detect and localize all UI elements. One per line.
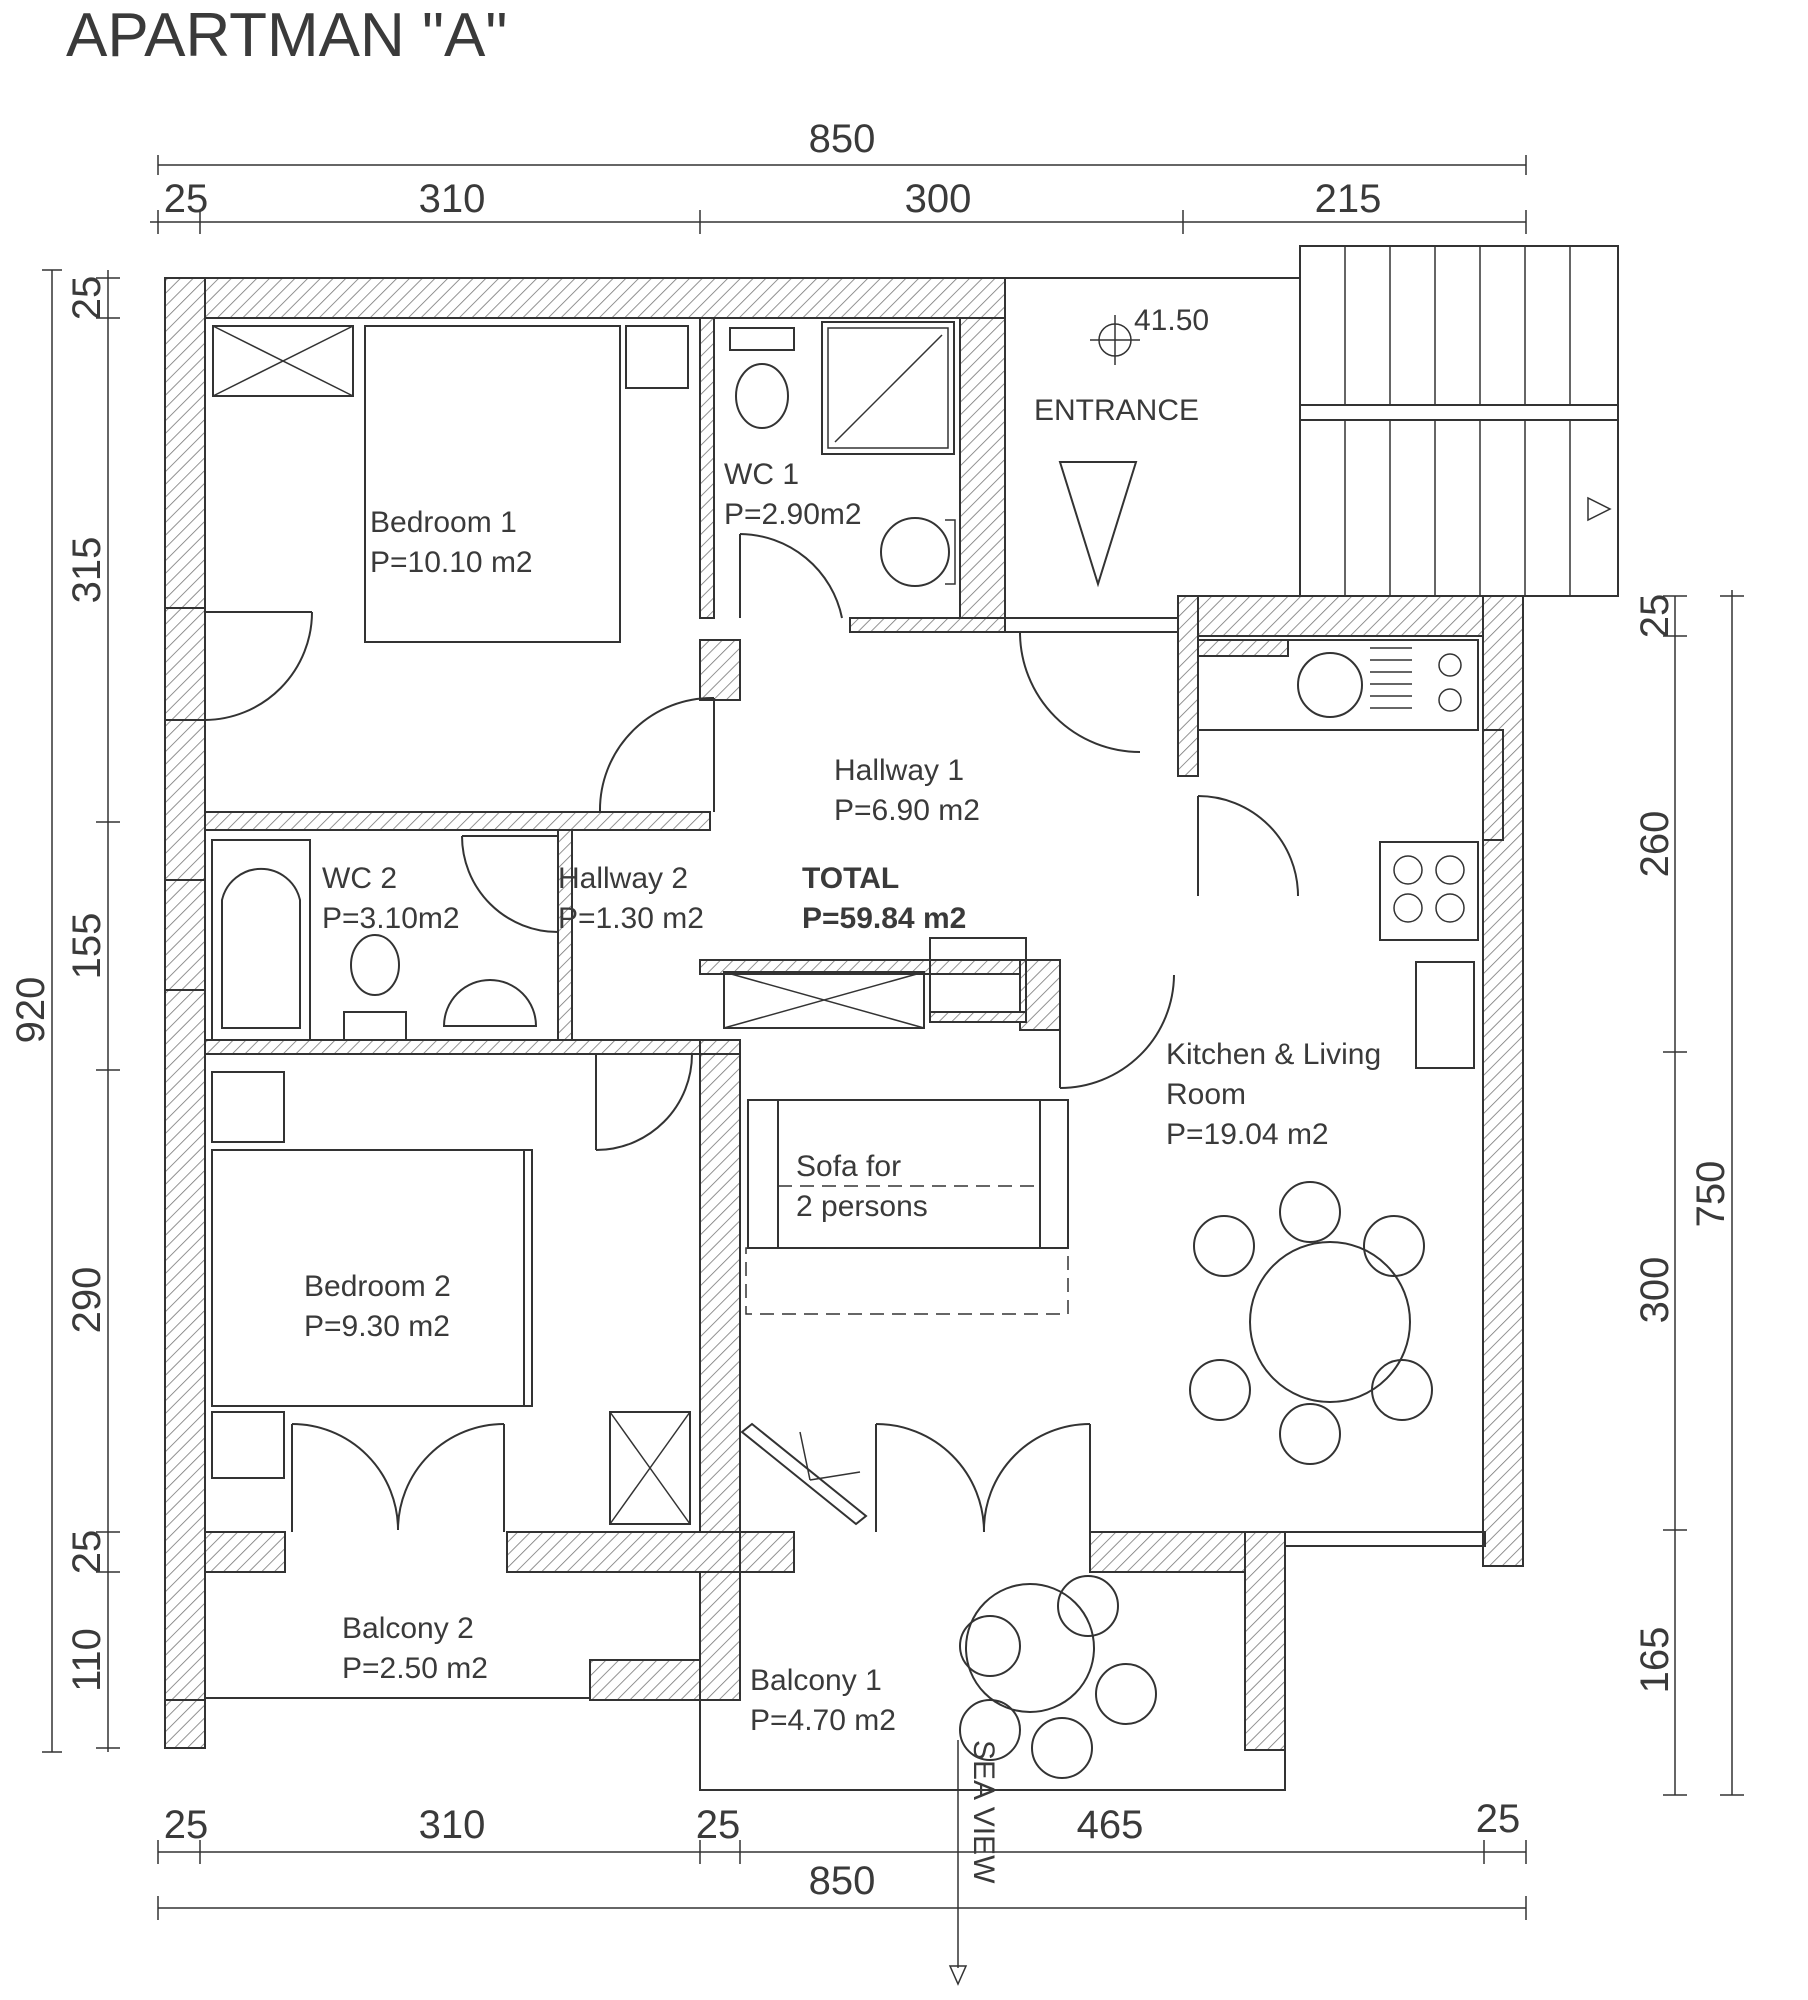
total-label: TOTAL <box>802 862 899 895</box>
bedroom2-furniture <box>211 1071 691 1532</box>
dim-left-2: 315 <box>65 537 109 604</box>
sofa-label-1: Sofa for <box>796 1150 901 1183</box>
dim-left-total: 920 <box>9 977 53 1044</box>
hallway1-name: Hallway 1 <box>834 754 964 787</box>
dim-left-5: 25 <box>65 1530 109 1575</box>
entrance-arrow-icon <box>1058 461 1138 588</box>
dining-table <box>1189 1181 1433 1465</box>
bedroom1-name: Bedroom 1 <box>370 506 517 539</box>
kitchen-fixtures <box>1197 639 1504 1069</box>
wc2-name: WC 2 <box>322 862 397 895</box>
wc1-area: P=2.90m2 <box>724 498 862 531</box>
elevation-label: 41.50 <box>1134 304 1209 337</box>
dim-top-2: 310 <box>419 177 486 221</box>
bedroom1-area: P=10.10 m2 <box>370 546 533 579</box>
hallway1-doors <box>598 631 1299 1089</box>
wc1-name: WC 1 <box>724 458 799 491</box>
bedroom2-name: Bedroom 2 <box>304 1270 451 1303</box>
dim-right-2: 260 <box>1633 811 1677 878</box>
bedroom1-furniture <box>164 325 689 721</box>
kitchen-area: P=19.04 m2 <box>1166 1118 1329 1151</box>
dim-right-1: 25 <box>1633 594 1677 639</box>
balcony2-name: Balcony 2 <box>342 1612 474 1645</box>
wc2-fixtures <box>164 835 559 1041</box>
dim-bottom-total: 850 <box>809 1859 876 1903</box>
hallway2-name: Hallway 2 <box>558 862 688 895</box>
sea-view-arrow-icon <box>948 1740 968 1986</box>
dim-right-total: 750 <box>1689 1161 1733 1228</box>
dim-left-4: 290 <box>65 1267 109 1334</box>
dimension-lines <box>42 155 1744 1920</box>
dim-bottom-1: 25 <box>164 1803 209 1847</box>
balcony1-doors <box>740 1422 1486 1547</box>
dim-top-total: 850 <box>809 117 876 161</box>
balcony1 <box>699 1575 1286 1791</box>
dim-left-6: 110 <box>65 1628 109 1692</box>
sea-view-label: SEA VIEW <box>967 1740 1000 1884</box>
dim-right-4: 165 <box>1633 1627 1677 1694</box>
dim-left-1: 25 <box>65 276 109 321</box>
hallway-wardrobe <box>723 937 1027 1029</box>
bedroom2-area: P=9.30 m2 <box>304 1310 450 1343</box>
wc1-fixtures <box>729 321 956 619</box>
staircase <box>1299 245 1619 597</box>
balcony2-area: P=2.50 m2 <box>342 1652 488 1685</box>
dim-top-4: 215 <box>1315 177 1382 221</box>
dim-left-3: 155 <box>65 913 109 980</box>
dim-top-1: 25 <box>164 177 209 221</box>
dim-bottom-2: 310 <box>419 1803 486 1847</box>
kitchen-name-2: Room <box>1166 1078 1246 1111</box>
sofa <box>745 1099 1069 1315</box>
balcony1-name: Balcony 1 <box>750 1664 882 1697</box>
total-value: P=59.84 m2 <box>802 902 966 935</box>
dim-right-3: 300 <box>1633 1257 1677 1324</box>
hallway2-area: P=1.30 m2 <box>558 902 704 935</box>
dim-bottom-3: 25 <box>696 1803 741 1847</box>
balcony1-area: P=4.70 m2 <box>750 1704 896 1737</box>
entrance-label: ENTRANCE <box>1034 394 1199 427</box>
kitchen-name-1: Kitchen & Living <box>1166 1038 1381 1071</box>
dim-bottom-5: 25 <box>1476 1797 1521 1841</box>
sofa-label-2: 2 persons <box>796 1190 928 1223</box>
dim-bottom-4: 465 <box>1077 1803 1144 1847</box>
hallway1-area: P=6.90 m2 <box>834 794 980 827</box>
dim-top-3: 300 <box>905 177 972 221</box>
elevation-marker-icon <box>1090 315 1140 365</box>
wc2-area: P=3.10m2 <box>322 902 460 935</box>
plan-title: APARTMAN "A" <box>66 1 507 70</box>
